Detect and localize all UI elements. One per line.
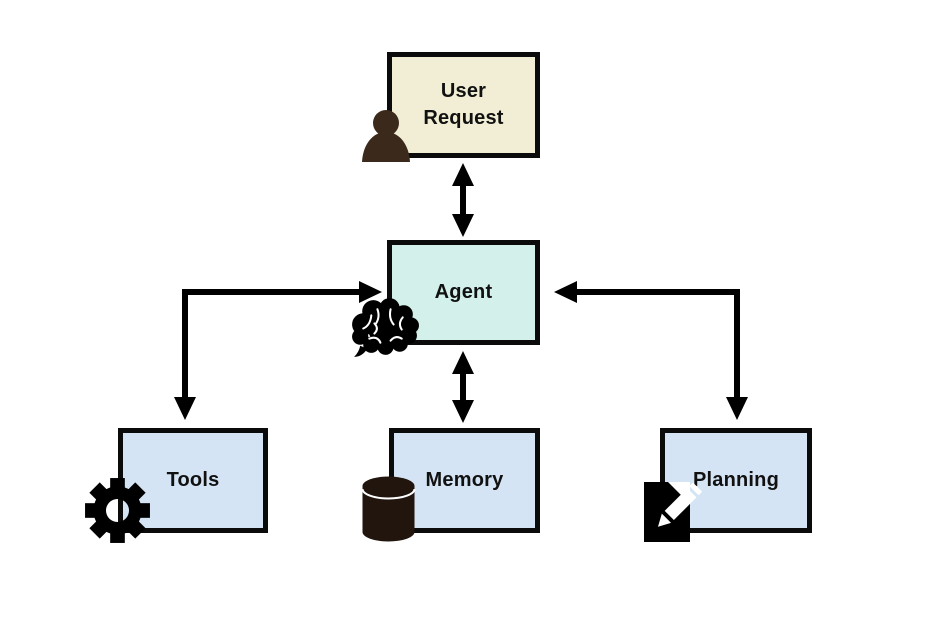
- node-memory: Memory: [389, 428, 540, 533]
- node-planning-label: Planning: [692, 469, 780, 491]
- node-user-request-label: User Request: [423, 80, 504, 129]
- edge-user-request-agent: [452, 163, 474, 237]
- node-tools: Tools: [118, 428, 268, 533]
- node-memory-label: Memory: [425, 469, 504, 491]
- node-user-request: User Request: [387, 52, 540, 158]
- edge-agent-memory: [452, 351, 474, 423]
- node-agent-label: Agent: [434, 281, 493, 303]
- edge-agent-tools: [174, 281, 382, 420]
- edge-agent-planning: [554, 281, 748, 420]
- node-agent: Agent: [387, 240, 540, 345]
- node-planning: Planning: [660, 428, 812, 533]
- node-tools-label: Tools: [166, 469, 220, 491]
